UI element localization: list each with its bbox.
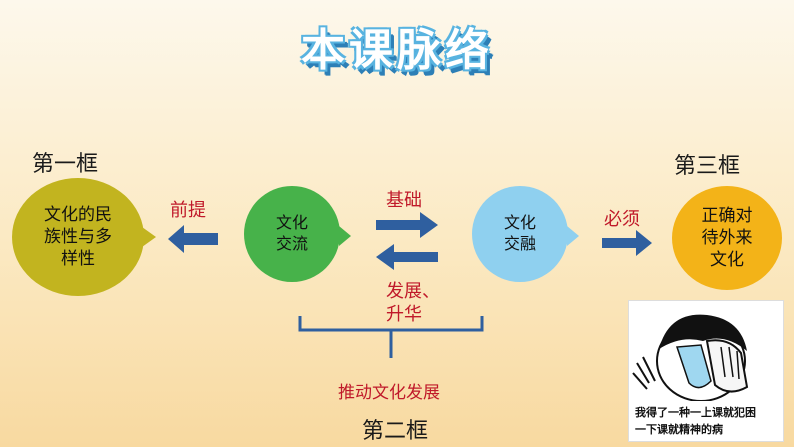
relation-premise-label: 前提 — [170, 200, 206, 221]
node-diversity-label: 文化的民 族性与多 样性 — [44, 204, 112, 270]
arrow-right-necessity — [602, 230, 652, 256]
frame-label-second: 第二框 — [362, 419, 429, 444]
node-exchange-tail — [339, 226, 351, 246]
arrow-right-foundation — [376, 212, 438, 238]
relation-foundation-label: 基础 — [386, 190, 422, 211]
brace-bracket — [298, 316, 484, 358]
node-fusion-label: 文化 交融 — [503, 213, 536, 253]
node-attitude: 正确对 待外来 文化 — [672, 186, 782, 290]
node-diversity-tail — [142, 227, 156, 247]
node-diversity: 文化的民 族性与多 样性 — [12, 178, 144, 296]
meme-image: 我得了一种一上课就犯困 一下课就精神的病 — [628, 300, 784, 442]
frame-label-first: 第一框 — [32, 152, 99, 177]
meme-face-illustration — [632, 314, 749, 402]
relation-promote-label: 推动文化发展 — [338, 383, 440, 403]
meme-caption: 我得了一种一上课就犯困 一下课就精神的病 — [635, 406, 756, 436]
arrow-left-premise — [168, 225, 218, 253]
page-title: 本课脉络 — [301, 25, 493, 76]
relation-necessity-label: 必须 — [604, 209, 640, 230]
relation-development-label: 发展、 升华 — [386, 281, 440, 326]
arrow-left-development — [376, 244, 438, 270]
node-exchange-label: 文化 交流 — [275, 213, 308, 253]
node-exchange: 文化 交流 — [244, 186, 340, 282]
node-attitude-label: 正确对 待外来 文化 — [701, 205, 753, 271]
node-fusion-tail — [567, 226, 579, 246]
node-fusion: 文化 交融 — [472, 186, 568, 282]
frame-label-third: 第三框 — [674, 154, 741, 179]
